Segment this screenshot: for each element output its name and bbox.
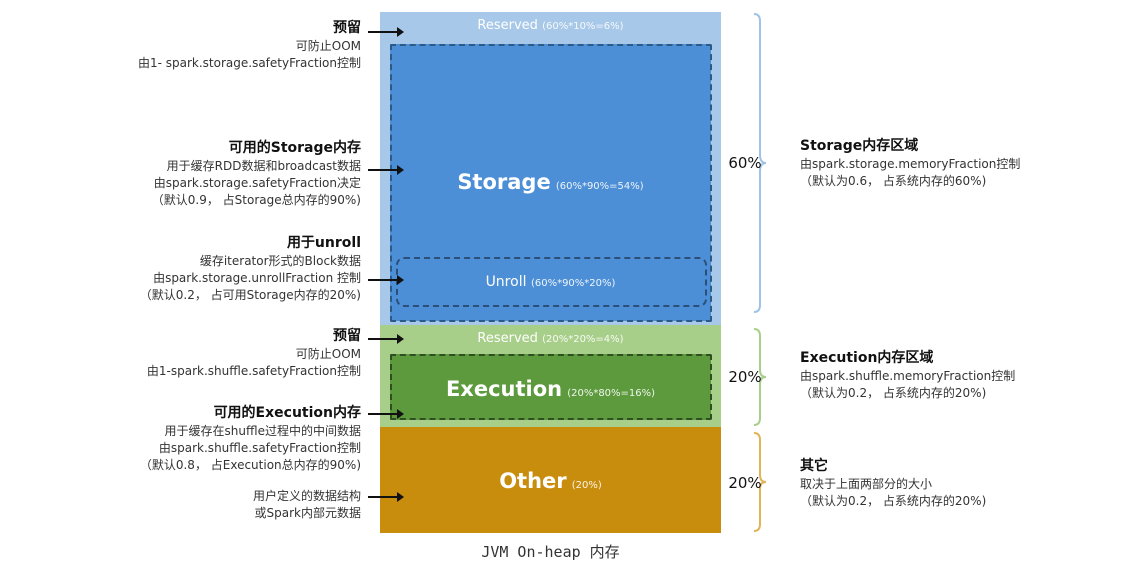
reserved-mid-label: Reserved (20%*20%=4%) [477, 331, 624, 346]
annotation-other: 用户定义的数据结构 或Spark内部元数据 [252, 489, 361, 520]
percent-execution: 20% [728, 368, 762, 386]
execution-block [390, 354, 711, 420]
arrow-reserved-mid [368, 334, 404, 344]
arrow-unroll [368, 275, 404, 285]
arrow-reserved-top [368, 27, 404, 37]
annotation-unroll: 用于unroll 缓存iterator形式的Block数据 由spark.sto… [139, 235, 361, 302]
diagram-caption: JVM On-heap 内存 [481, 543, 620, 561]
other-region: Other (20%) [380, 427, 721, 533]
brace-execution [753, 328, 767, 426]
percent-other: 20% [728, 474, 762, 492]
arrow-other [368, 492, 404, 502]
arrow-storage [368, 165, 404, 175]
brace-other [753, 432, 767, 532]
other-label: Other (20%) [499, 469, 602, 493]
unroll-label: Unroll (60%*90%*20%) [485, 274, 616, 290]
execution-label: Execution (20%*80%=16%) [445, 377, 656, 401]
region-desc-execution: Execution内存区域 由spark.shuffle.memoryFract… [800, 350, 1016, 400]
storage-block [390, 44, 711, 321]
storage-dashed-outline [390, 44, 712, 322]
annotation-reserved-mid: 预留 可防止OOM 由1-spark.shuffle.safetyFractio… [146, 328, 361, 378]
percent-storage: 60% [728, 154, 762, 172]
region-desc-storage: Storage内存区域 由spark.storage.memoryFractio… [800, 138, 1021, 188]
arrow-execution [368, 409, 404, 419]
storage-label: Storage (60%*90%=54%) [457, 170, 644, 194]
region-desc-other: 其它 取决于上面两部分的大小 （默认为0.2， 占系统内存的20%) [800, 458, 987, 508]
annotation-storage: 可用的Storage内存 用于缓存RDD数据和broadcast数据 由spar… [151, 140, 361, 207]
storage-region: Reserved (60%*10%=6%) Storage (60%*90%=5… [380, 12, 721, 325]
annotation-execution: 可用的Execution内存 用于缓存在shuffle过程中的中间数据 由spa… [139, 405, 361, 472]
brace-storage [753, 13, 767, 313]
execution-dashed-outline [390, 354, 712, 420]
reserved-top-label: Reserved (60%*10%=6%) [477, 18, 624, 33]
annotation-reserved-top: 预留 可防止OOM 由1- spark.storage.safetyFracti… [137, 20, 361, 70]
execution-region: Reserved (20%*20%=4%) Execution (20%*80%… [380, 325, 721, 427]
